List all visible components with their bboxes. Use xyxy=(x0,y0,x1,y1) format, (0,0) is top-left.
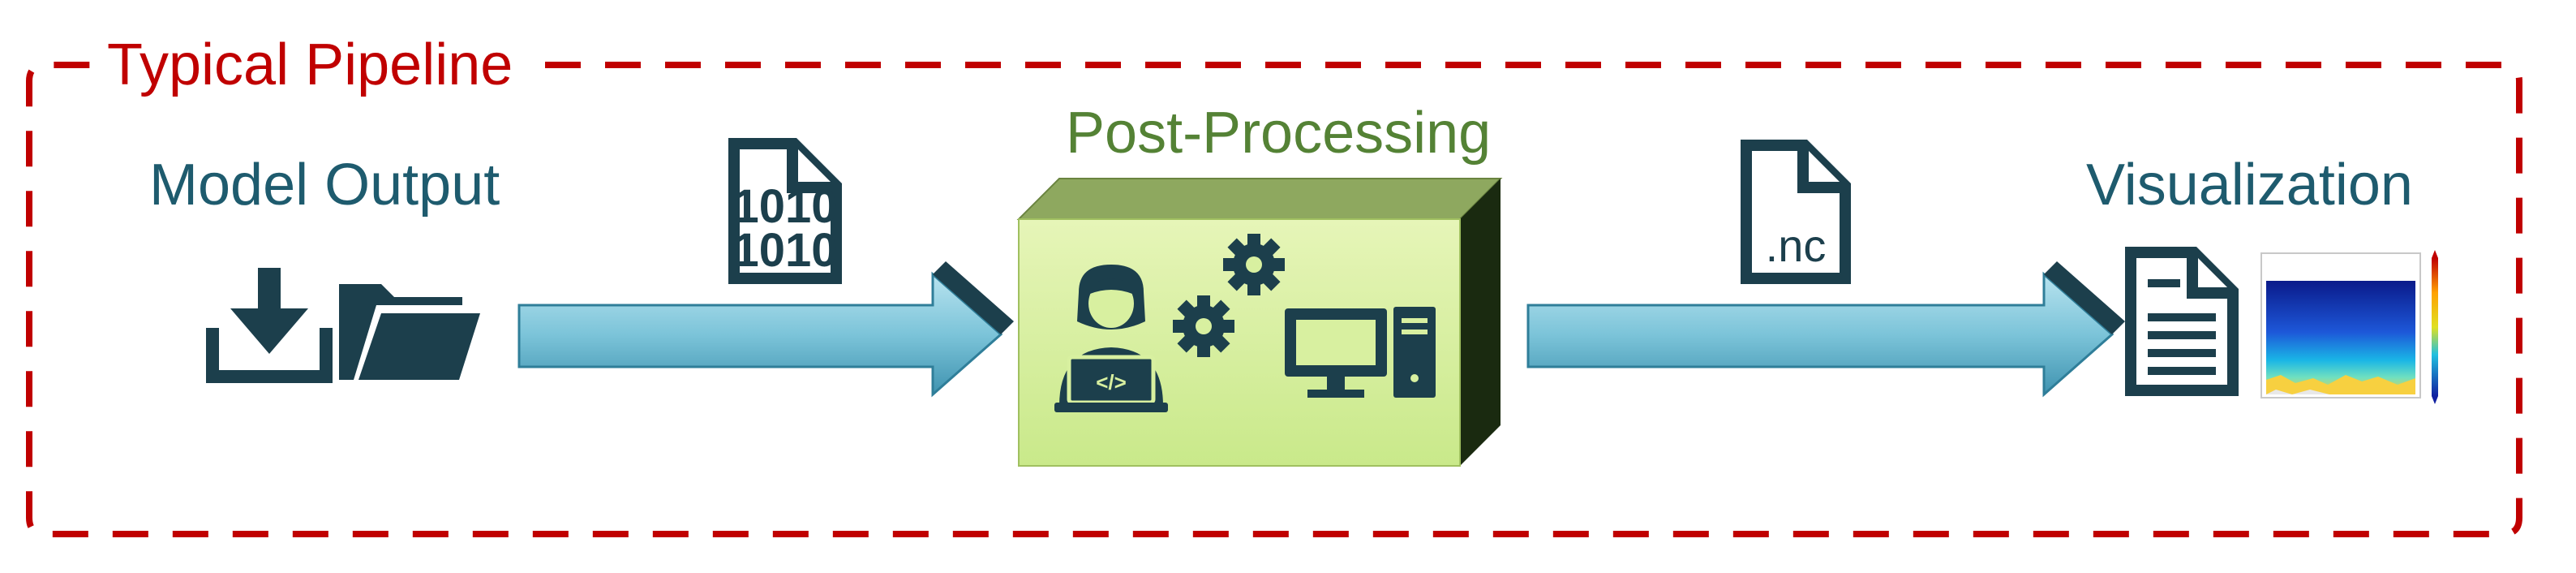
nc-extension: .nc xyxy=(1766,220,1827,271)
nc-file-icon: .nc xyxy=(1741,140,1851,284)
binary-line-2: 1010 xyxy=(732,224,837,277)
document-icon xyxy=(2125,247,2239,396)
visualization-label: Visualization xyxy=(2086,153,2413,218)
developer-icon xyxy=(1054,265,1168,412)
model-output-label: Model Output xyxy=(149,153,500,218)
download-icon xyxy=(206,268,333,383)
gear-icon xyxy=(1173,234,1285,357)
post-processing-label: Post-Processing xyxy=(1066,101,1492,166)
computer-icon xyxy=(1285,307,1436,398)
flow-arrow-2 xyxy=(1526,261,2125,398)
heatmap-plot-icon xyxy=(2260,250,2438,404)
flow-arrow-1 xyxy=(517,261,1014,398)
pipeline-frame xyxy=(26,62,2522,537)
code-symbol: </> xyxy=(1096,370,1127,394)
folder-icon xyxy=(339,284,480,380)
binary-line-1: 1010 xyxy=(732,180,837,233)
binary-file-icon: 1010 1010 xyxy=(728,138,842,284)
pipeline-title: Typical Pipeline xyxy=(107,32,513,97)
